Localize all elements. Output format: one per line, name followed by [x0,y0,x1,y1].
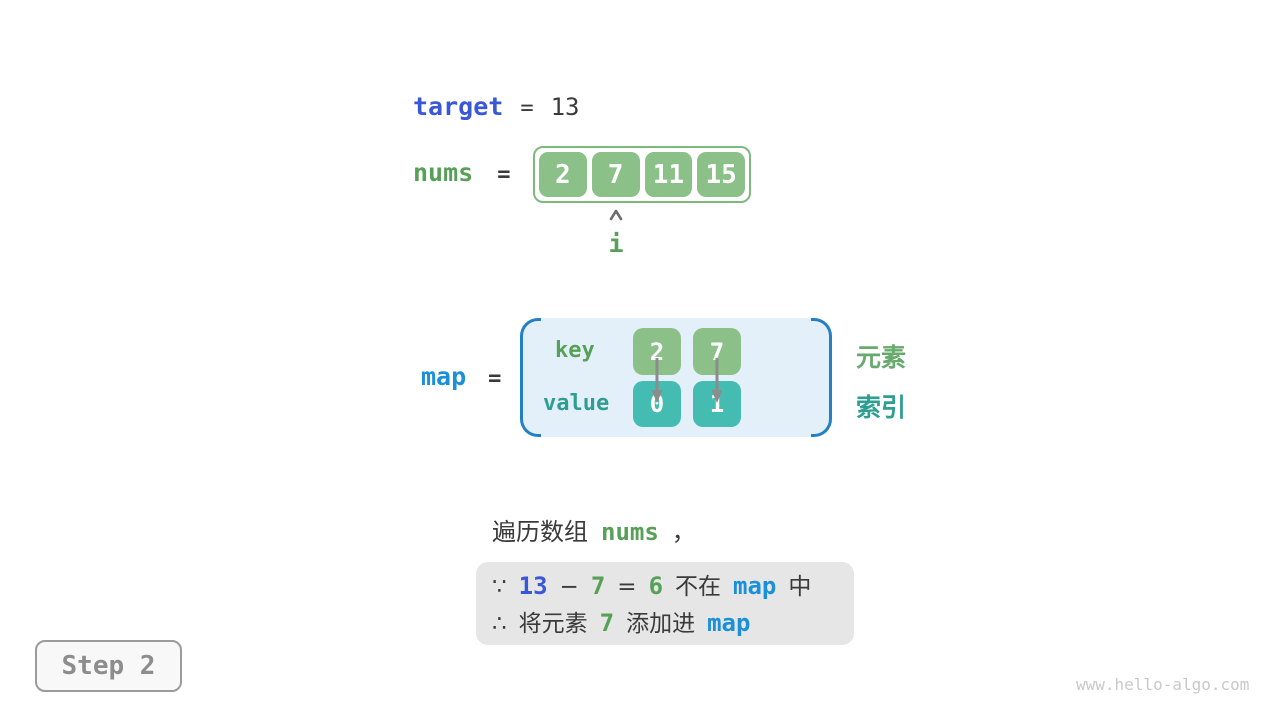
therefore-symbol: ∴ [492,611,507,637]
target-keyword: target [413,92,504,121]
map-line: map = [421,362,501,391]
array-cell-3: 15 [697,152,745,197]
note-map-ref-2: map [707,609,751,637]
target-value: 13 [550,93,580,121]
map-key-label: key [555,338,595,363]
array-cell-0: 2 [539,152,587,197]
note-line-1: ∵ 13 − 7 = 6 不在 map 中 [492,567,854,604]
note-target-value: 13 [518,572,548,600]
caption-comma: ， [671,518,696,546]
map-value-cell-1: 1 [693,381,741,427]
step-badge-label: Step 2 [61,651,156,681]
because-symbol: ∵ [492,574,507,600]
note-not-in-text: 不在 [675,574,722,600]
index-pointer-label: i [608,229,624,258]
map-keyword: map [421,362,467,391]
index-pointer-icon [609,209,623,221]
key-to-value-arrow-icon [651,358,663,403]
note-add-into-text: 添加进 [626,611,696,637]
note-line-2: ∴ 将元素 7 添加进 map [492,604,854,641]
note-difference: 6 [648,572,664,600]
element-legend-label: 元素 [856,343,907,372]
target-equals: = [520,96,534,121]
caption-nums-code: nums [601,518,659,546]
note-current-element: 7 [590,572,606,600]
map-value-label: value [543,391,610,416]
nums-equals: = [497,162,511,187]
map-container: key value 2 7 0 1 [520,318,832,437]
nums-keyword: nums [413,158,474,187]
note-equals: = [617,574,637,600]
note-added-element: 7 [599,609,615,637]
note-minus: − [559,574,579,600]
nums-line: nums = [413,158,510,187]
map-value-cell-0: 0 [633,381,681,427]
step-badge: Step 2 [35,640,182,692]
site-watermark: www.hello-algo.com [1076,675,1250,694]
index-legend-label: 索引 [856,393,907,422]
array-cell-2: 11 [644,152,693,197]
nums-array: 2 7 11 15 [533,146,751,203]
caption-line: 遍历数组 nums ， [492,512,696,547]
array-cell-1: 7 [591,152,640,197]
note-map-ref-1: map [733,572,777,600]
note-in-text: 中 [788,574,812,600]
key-to-value-arrow-icon [711,358,723,403]
target-line: target = 13 [413,92,579,121]
map-equals: = [488,366,502,391]
note-add-element-text: 将元素 [518,611,588,637]
caption-prefix: 遍历数组 [492,518,588,546]
reasoning-note-box: ∵ 13 − 7 = 6 不在 map 中 ∴ 将元素 7 添加进 map [476,562,854,645]
